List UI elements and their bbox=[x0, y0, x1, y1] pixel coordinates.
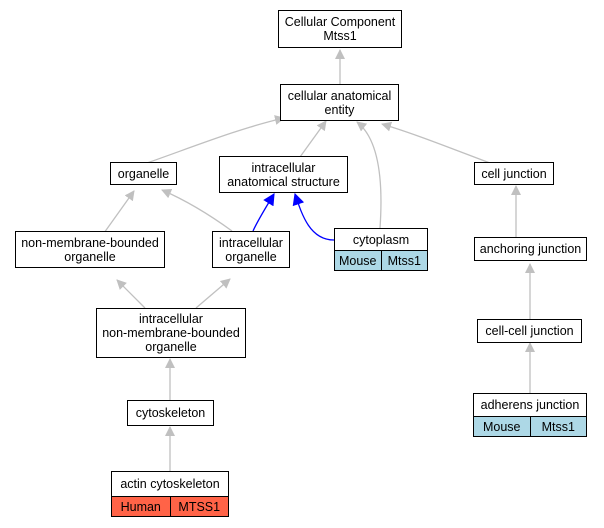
node-non-membrane-bounded-organelle[interactable]: non-membrane-bounded organelle bbox=[15, 231, 165, 268]
edge-inmbo-to-nmbo bbox=[116, 279, 146, 309]
edge-organelle-to-cae bbox=[146, 115, 285, 164]
node-organelle[interactable]: organelle bbox=[110, 162, 177, 185]
node-label: actin cytoskeleton bbox=[112, 472, 228, 497]
node-intracellular-non-membrane-bounded-organelle[interactable]: intracellular non-membrane-bounded organ… bbox=[96, 308, 246, 358]
edge-io-to-ias bbox=[252, 192, 275, 232]
gene-cell: Mtss1 bbox=[529, 417, 586, 436]
species-cell: Human bbox=[112, 497, 170, 516]
node-label: cellular anatomical entity bbox=[287, 88, 392, 117]
node-label: non-membrane-bounded organelle bbox=[21, 235, 159, 264]
gene-cell: MTSS1 bbox=[169, 497, 228, 516]
edge-inmbo-to-io bbox=[195, 278, 231, 309]
edge-cytoplasm-to-ias bbox=[292, 192, 335, 241]
edge-io-to-organelle bbox=[161, 189, 233, 232]
edge-celljunction-to-cae bbox=[381, 121, 491, 164]
node-label: adherens junction bbox=[474, 394, 586, 417]
edge-cytoplasm-to-cae bbox=[356, 121, 382, 229]
node-cytoskeleton[interactable]: cytoskeleton bbox=[127, 400, 214, 426]
node-anchoring-junction[interactable]: anchoring junction bbox=[474, 237, 587, 261]
node-cell-junction[interactable]: cell junction bbox=[474, 162, 554, 185]
node-cellular-anatomical-entity[interactable]: cellular anatomical entity bbox=[280, 84, 399, 121]
node-label: Cellular Component Mtss1 bbox=[284, 15, 396, 43]
node-label: cytoplasm bbox=[335, 229, 427, 251]
node-label: cytoskeleton bbox=[135, 406, 206, 420]
edge-ias-to-cae bbox=[299, 120, 327, 158]
node-label: organelle bbox=[117, 166, 170, 181]
node-label: intracellular anatomical structure bbox=[227, 160, 340, 189]
gene-cell: Mtss1 bbox=[380, 251, 427, 270]
node-cell-cell-junction[interactable]: cell-cell junction bbox=[477, 319, 582, 343]
edge-nmbo-to-organelle bbox=[103, 190, 135, 234]
node-adherens-junction[interactable]: adherens junction Mouse Mtss1 bbox=[473, 393, 587, 437]
species-cell: Mouse bbox=[474, 417, 530, 436]
node-label: intracellular organelle bbox=[219, 235, 283, 264]
annotation-row: Mouse Mtss1 bbox=[474, 417, 586, 436]
node-cytoplasm[interactable]: cytoplasm Mouse Mtss1 bbox=[334, 228, 428, 271]
annotation-row: Mouse Mtss1 bbox=[335, 251, 427, 270]
node-intracellular-organelle[interactable]: intracellular organelle bbox=[212, 231, 290, 268]
node-label: anchoring junction bbox=[479, 242, 582, 256]
node-intracellular-anatomical-structure[interactable]: intracellular anatomical structure bbox=[219, 156, 348, 193]
node-label: intracellular non-membrane-bounded organ… bbox=[102, 312, 240, 354]
annotation-row: Human MTSS1 bbox=[112, 497, 228, 516]
node-label: cell junction bbox=[481, 166, 547, 181]
node-cellular-component-mtss1[interactable]: Cellular Component Mtss1 bbox=[278, 10, 402, 48]
node-actin-cytoskeleton[interactable]: actin cytoskeleton Human MTSS1 bbox=[111, 471, 229, 517]
species-cell: Mouse bbox=[335, 251, 381, 270]
node-label: cell-cell junction bbox=[485, 324, 574, 338]
